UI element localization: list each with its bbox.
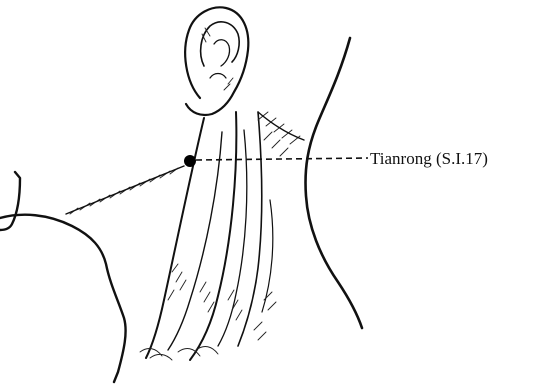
jaw-shading: [66, 166, 184, 214]
acupoint-leader-line: [196, 158, 368, 160]
sternocleidomastoid-muscle: [140, 112, 262, 360]
lower-jaw-contour: [0, 215, 126, 382]
ear: [185, 7, 248, 115]
jaw-throat-contour: [0, 172, 20, 230]
acupoint-label: Tianrong (S.I.17): [370, 149, 488, 168]
acupoint-marker: [184, 155, 196, 167]
back-neck-contour: [306, 38, 363, 328]
